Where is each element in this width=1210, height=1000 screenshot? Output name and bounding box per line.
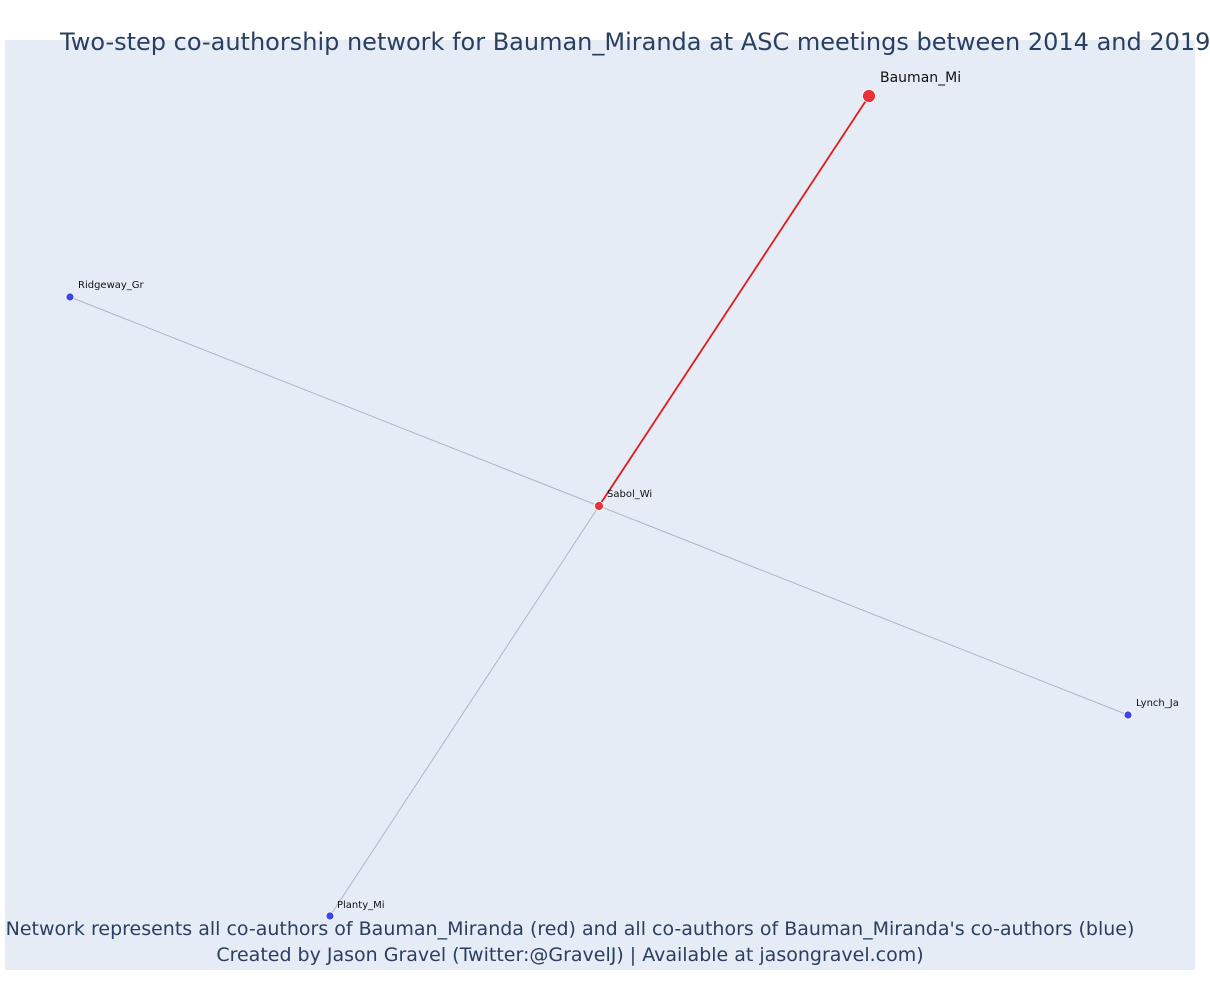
node-label-Ridgeway_Gr: Ridgeway_Gr <box>78 280 145 291</box>
node-label-Planty_Mi: Planty_Mi <box>337 900 385 911</box>
edges-layer <box>69 95 1129 917</box>
node-label-Bauman_Mi: Bauman_Mi <box>880 70 961 86</box>
nodes-layer <box>65 89 1133 921</box>
node-Ridgeway_Gr[interactable] <box>65 292 75 302</box>
node-Bauman_Mi[interactable] <box>862 89 876 103</box>
edge-Sabol_Wi-Ridgeway_Gr <box>69 296 600 507</box>
node-Planty_Mi[interactable] <box>325 911 335 921</box>
node-label-Lynch_Ja: Lynch_Ja <box>1136 698 1179 709</box>
edge-Sabol_Wi-Lynch_Ja <box>598 505 1129 716</box>
caption-credit: Created by Jason Gravel (Twitter:@Gravel… <box>216 944 924 966</box>
edge-Sabol_Wi-Planty_Mi <box>329 505 600 917</box>
node-label-Sabol_Wi: Sabol_Wi <box>607 489 652 500</box>
caption-description: Network represents all co-authors of Bau… <box>5 918 1135 940</box>
chart-title: Two-step co-authorship network for Bauma… <box>60 28 1210 56</box>
node-Sabol_Wi[interactable] <box>594 501 604 511</box>
edge-Bauman_Mi-Sabol_Wi <box>598 95 870 507</box>
node-Lynch_Ja[interactable] <box>1123 710 1133 720</box>
